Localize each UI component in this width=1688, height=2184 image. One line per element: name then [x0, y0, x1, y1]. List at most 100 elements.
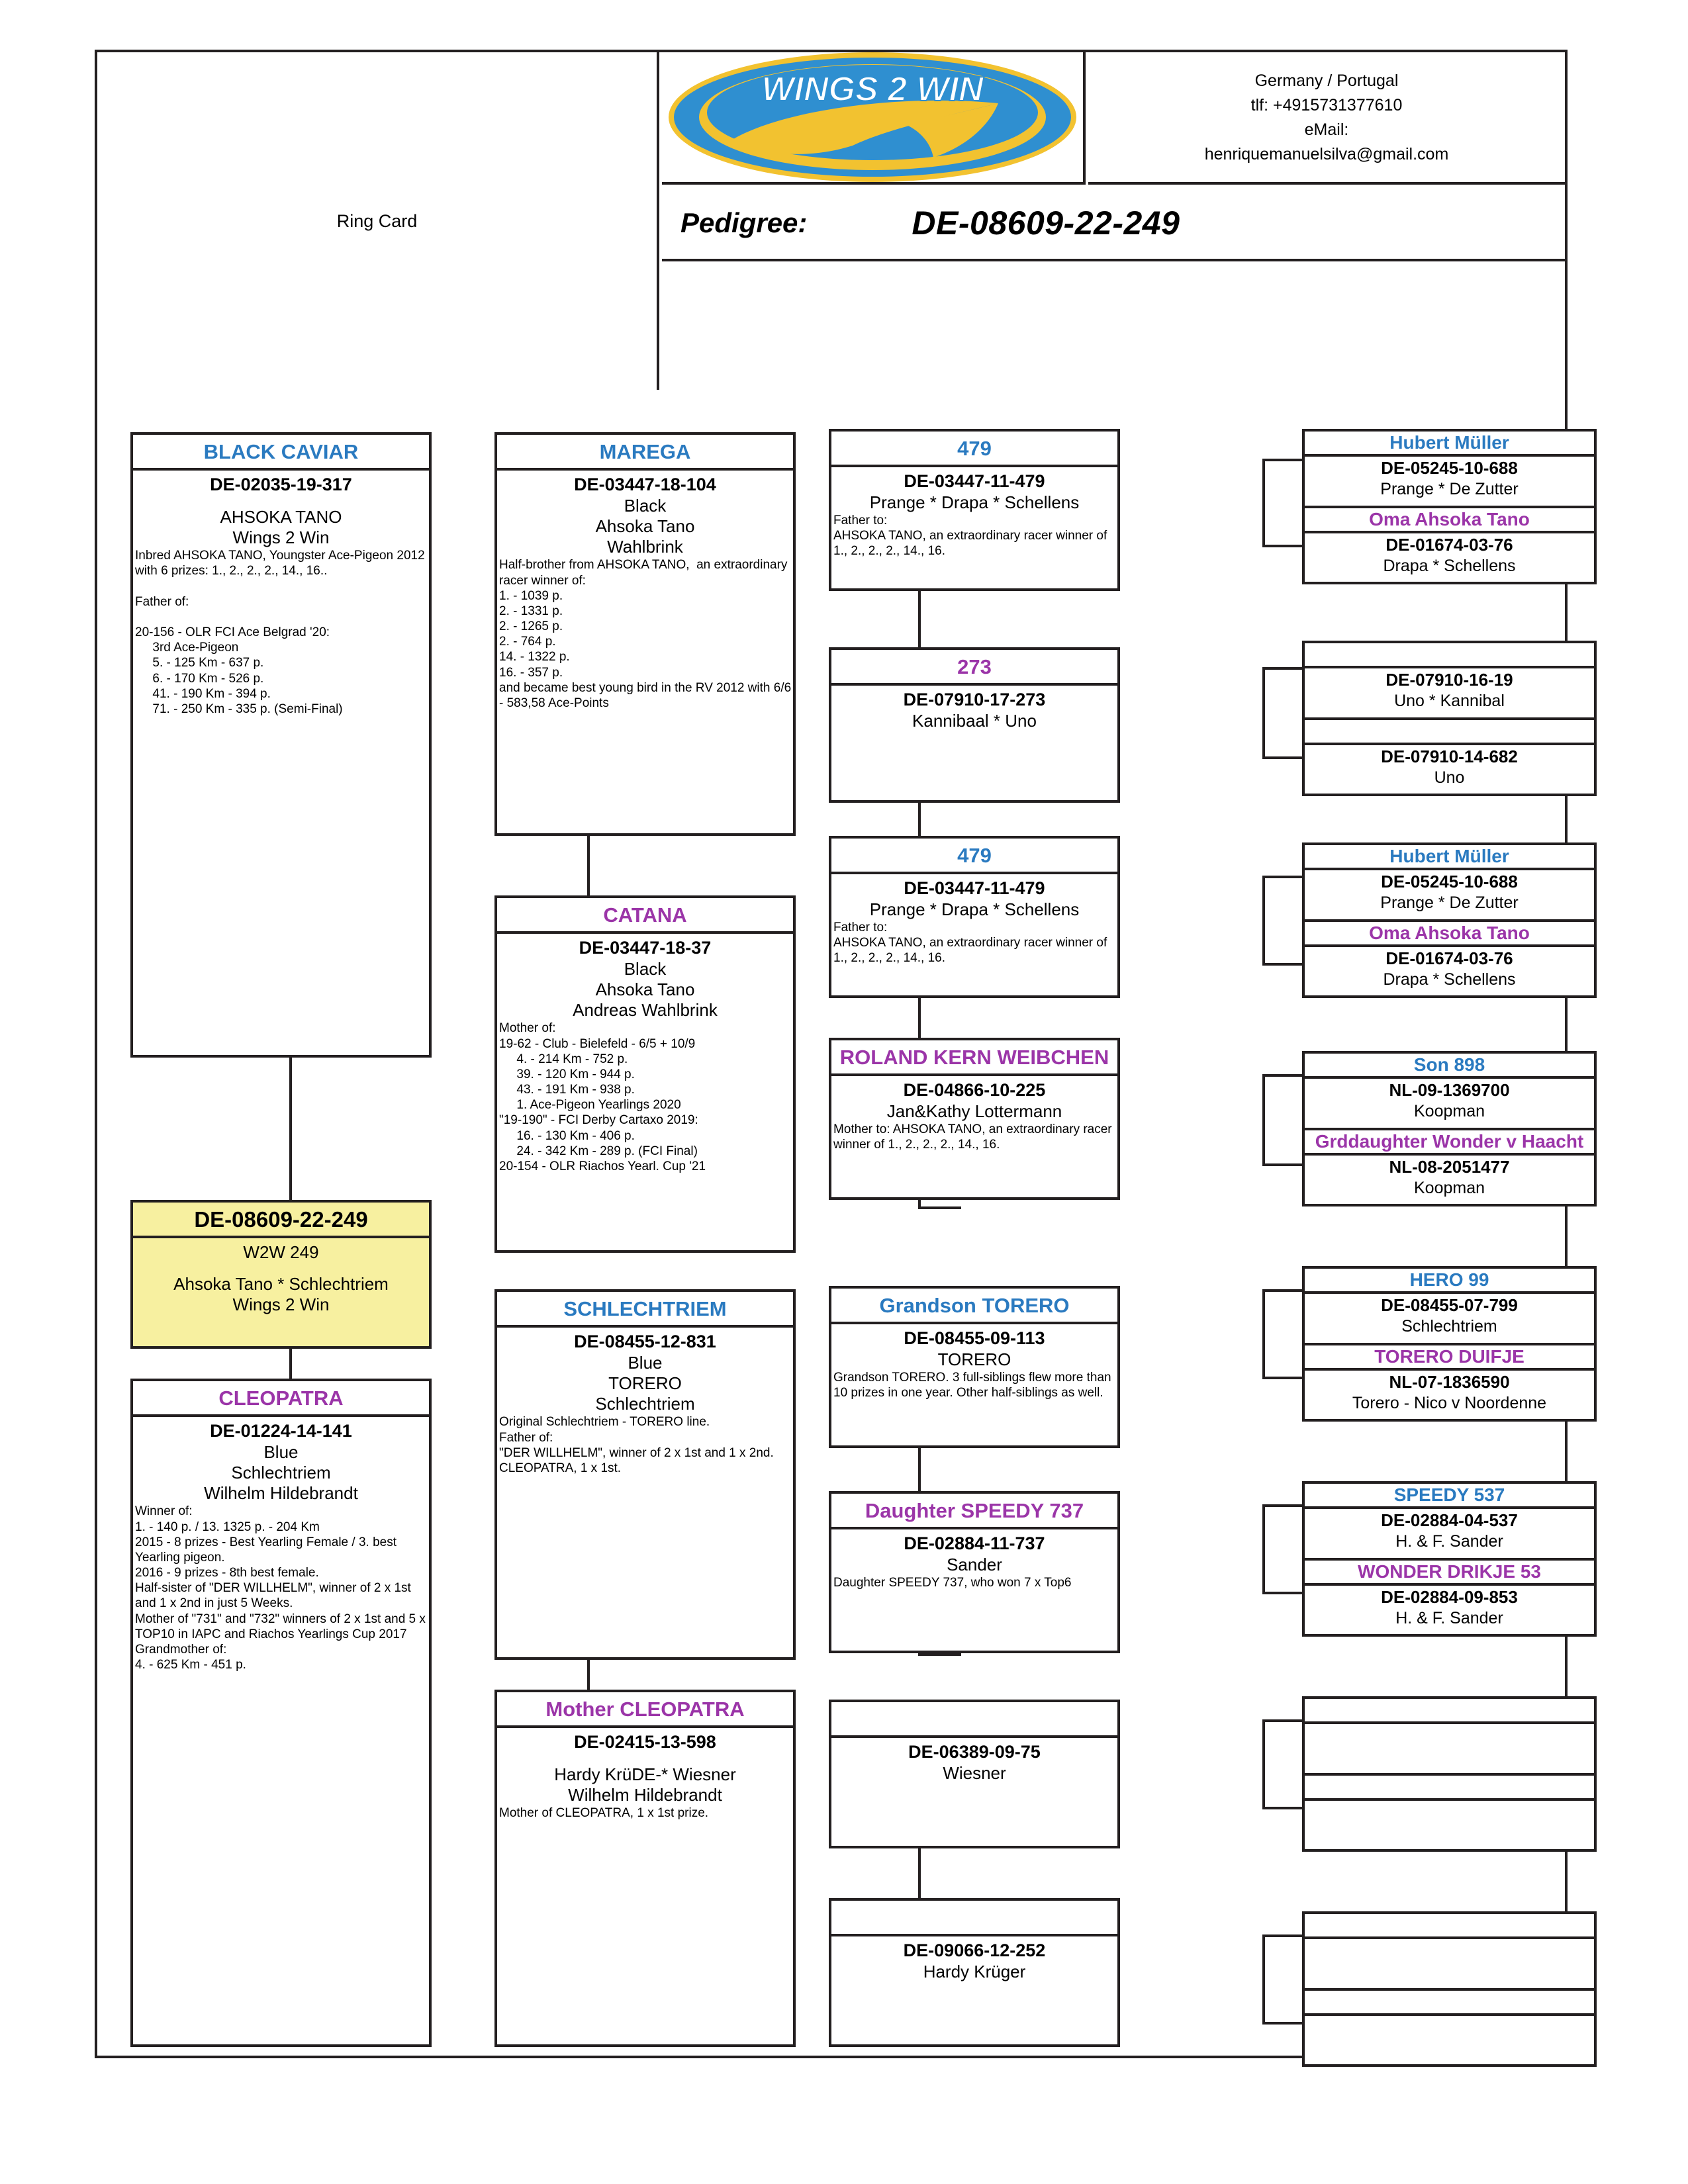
connector	[1262, 1163, 1302, 1166]
stack-sub: H. & F. Sander	[1395, 1608, 1503, 1627]
node-strain: Hardy Krüger	[923, 1961, 1026, 1981]
node-ring: DE-08455-09-113	[904, 1328, 1045, 1348]
node-strain: Prange * Drapa * Schellens	[869, 899, 1080, 919]
stack-ring: DE-02884-09-853	[1381, 1587, 1518, 1607]
node-description: Mother of: 19-62 - Club - Bielefeld - 6/…	[499, 1021, 706, 1173]
pedigree-tree: BLACK CAVIAR DE-02035-19-317 AHSOKA TANO…	[97, 392, 1597, 2067]
ring-card-cell: Ring Card	[97, 52, 659, 390]
node-ring: DE-07910-17-273	[903, 690, 1046, 709]
stack-sub: Drapa * Schellens	[1383, 556, 1516, 575]
node-roland-kern-weibchen[interactable]: ROLAND KERN WEIBCHEN DE-04866-10-225 Jan…	[829, 1038, 1120, 1200]
stack-row-title	[1305, 1776, 1594, 1801]
connector	[1262, 1504, 1265, 1592]
node-pairing: Ahsoka Tano * Schlechtriem	[173, 1274, 389, 1295]
stack-dds[interactable]	[1302, 1696, 1597, 1852]
stack-dsd[interactable]: SPEEDY 537 DE-02884-04-537 H. & F. Sande…	[1302, 1481, 1597, 1637]
node-ring: DE-03447-18-104	[574, 475, 716, 494]
connector	[1262, 459, 1302, 461]
stack-row-title	[1305, 643, 1594, 668]
node-schlechtriem[interactable]: SCHLECHTRIEM DE-08455-12-831 Blue TORERO…	[494, 1289, 796, 1660]
node-ring: DE-03447-18-37	[579, 938, 712, 958]
node-body: DE-02884-11-737 Sander Daughter SPEEDY 7…	[831, 1529, 1117, 1590]
stack-row-title: Hubert Müller	[1305, 432, 1594, 457]
node-273[interactable]: 273 DE-07910-17-273 Kannibaal * Uno	[829, 647, 1120, 803]
stack-row-info: DE-05245-10-688 Prange * De Zutter	[1305, 870, 1594, 922]
node-strain: TORERO	[608, 1373, 682, 1394]
stack-sub: Koopman	[1413, 1101, 1485, 1120]
brand-logo-cell: WINGS 2 WIN	[662, 52, 1086, 185]
node-strain: Schlechtriem	[231, 1463, 331, 1483]
stack-ring: DE-01674-03-76	[1385, 535, 1513, 555]
node-body: DE-02035-19-317 AHSOKA TANO Wings 2 Win …	[133, 471, 429, 717]
node-marega[interactable]: MAREGA DE-03447-18-104 Black Ahsoka Tano…	[494, 432, 796, 836]
stack-sub: Uno	[1434, 768, 1465, 787]
stack-sub: Drapa * Schellens	[1383, 970, 1516, 989]
connector	[1262, 1377, 1302, 1379]
stack-sdd[interactable]: Son 898 NL-09-1369700 Koopman Grddaughte…	[1302, 1051, 1597, 1206]
node-catana[interactable]: CATANA DE-03447-18-37 Black Ahsoka Tano …	[494, 895, 796, 1253]
stack-ring: DE-05245-10-688	[1381, 872, 1518, 891]
contact-email: henriquemanuelsilva@gmail.com	[1204, 144, 1449, 163]
node-mother-cleopatra[interactable]: Mother CLEOPATRA DE-02415-13-598 Hardy K…	[494, 1690, 796, 2047]
node-ring: DE-04866-10-225	[903, 1080, 1046, 1100]
stack-sss[interactable]: Hubert Müller DE-05245-10-688 Prange * D…	[1302, 429, 1597, 584]
connector	[1262, 876, 1265, 963]
node-sire-black-caviar[interactable]: BLACK CAVIAR DE-02035-19-317 AHSOKA TANO…	[130, 432, 432, 1058]
connector	[1262, 667, 1302, 670]
stack-ring: DE-07910-16-19	[1385, 670, 1513, 690]
connector	[1262, 1592, 1302, 1594]
node-ring: DE-03447-11-479	[904, 471, 1045, 491]
node-body: DE-03447-18-37 Black Ahsoka Tano Andreas…	[497, 934, 793, 1174]
node-479-a[interactable]: 479 DE-03447-11-479 Prange * Drapa * Sch…	[829, 429, 1120, 591]
stack-row-title	[1305, 1991, 1594, 2016]
node-title: 479	[831, 839, 1117, 874]
node-title: DE-08609-22-249	[133, 1203, 429, 1238]
node-description: Mother to: AHSOKA TANO, an extraordinary…	[833, 1122, 1115, 1152]
node-title: CLEOPATRA	[133, 1381, 429, 1417]
node-ring: DE-01224-14-141	[210, 1421, 352, 1441]
node-description: Winner of: 1. - 140 p. / 13. 1325 p. - 2…	[135, 1504, 426, 1672]
node-hardy-krueger[interactable]: DE-09066-12-252 Hardy Krüger	[829, 1898, 1120, 2047]
stack-sub: Koopman	[1413, 1178, 1485, 1197]
connector	[1262, 756, 1302, 759]
node-description: Father to: AHSOKA TANO, an extraordinary…	[833, 921, 1107, 966]
node-wiesner[interactable]: DE-06389-09-75 Wiesner	[829, 1700, 1120, 1848]
stack-ssd[interactable]: DE-07910-16-19 Uno * Kannibal DE-07910-1…	[1302, 641, 1597, 796]
node-description: Original Schlechtriem - TORERO line. Fat…	[499, 1415, 774, 1475]
node-body: DE-03447-18-104 Black Ahsoka Tano Wahlbr…	[497, 471, 793, 711]
stack-row-info: DE-08455-07-799 Schlechtriem	[1305, 1294, 1594, 1345]
stack-sds[interactable]: Hubert Müller DE-05245-10-688 Prange * D…	[1302, 842, 1597, 998]
contact-country: Germany / Portugal	[1254, 71, 1399, 90]
node-daughter-speedy-737[interactable]: Daughter SPEEDY 737 DE-02884-11-737 Sand…	[829, 1491, 1120, 1653]
node-loft: Wings 2 Win	[232, 1295, 330, 1315]
node-grandson-torero[interactable]: Grandson TORERO DE-08455-09-113 TORERO G…	[829, 1286, 1120, 1448]
node-description: Grandson TORERO. 3 full-siblings flew mo…	[833, 1371, 1115, 1400]
contact-email-label: eMail:	[1304, 120, 1349, 139]
connector	[1262, 545, 1302, 547]
node-479-b[interactable]: 479 DE-03447-11-479 Prange * Drapa * Sch…	[829, 836, 1120, 998]
stack-sub: Prange * De Zutter	[1380, 893, 1519, 912]
stack-row-title: Oma Ahsoka Tano	[1305, 922, 1594, 947]
stack-sub: H. & F. Sander	[1395, 1531, 1503, 1551]
logo-artwork-icon: WINGS 2 WIN	[699, 64, 1046, 170]
connector	[1262, 876, 1302, 878]
connector	[289, 1054, 292, 1253]
node-breeder: Wahlbrink	[607, 537, 683, 557]
node-description: Daughter SPEEDY 737, who won 7 x Top6	[833, 1576, 1072, 1590]
node-breeder: Schlechtriem	[595, 1394, 695, 1414]
stack-row-title: Son 898	[1305, 1054, 1594, 1079]
stack-row-info: NL-07-1836590 Torero - Nico v Noordenne	[1305, 1371, 1594, 1422]
stack-ring: DE-01674-03-76	[1385, 948, 1513, 968]
contact-block: Germany / Portugal tlf: +4915731377610 e…	[1088, 52, 1565, 185]
node-self-de-08609-22-249[interactable]: DE-08609-22-249 W2W 249 Ahsoka Tano * Sc…	[130, 1200, 432, 1349]
node-dam-cleopatra[interactable]: CLEOPATRA DE-01224-14-141 Blue Schlechtr…	[130, 1379, 432, 2047]
stack-ring: NL-08-2051477	[1389, 1157, 1510, 1177]
connector	[1262, 1289, 1302, 1292]
stack-ring: NL-09-1369700	[1389, 1080, 1510, 1100]
stack-ddd[interactable]	[1302, 1911, 1597, 2067]
node-ring: DE-08455-12-831	[574, 1332, 716, 1351]
stack-dss[interactable]: HERO 99 DE-08455-07-799 Schlechtriem TOR…	[1302, 1266, 1597, 1422]
node-breeder: Wings 2 Win	[232, 527, 330, 548]
connector	[1262, 667, 1265, 756]
stack-row-title: WONDER DRIKJE 53	[1305, 1561, 1594, 1586]
